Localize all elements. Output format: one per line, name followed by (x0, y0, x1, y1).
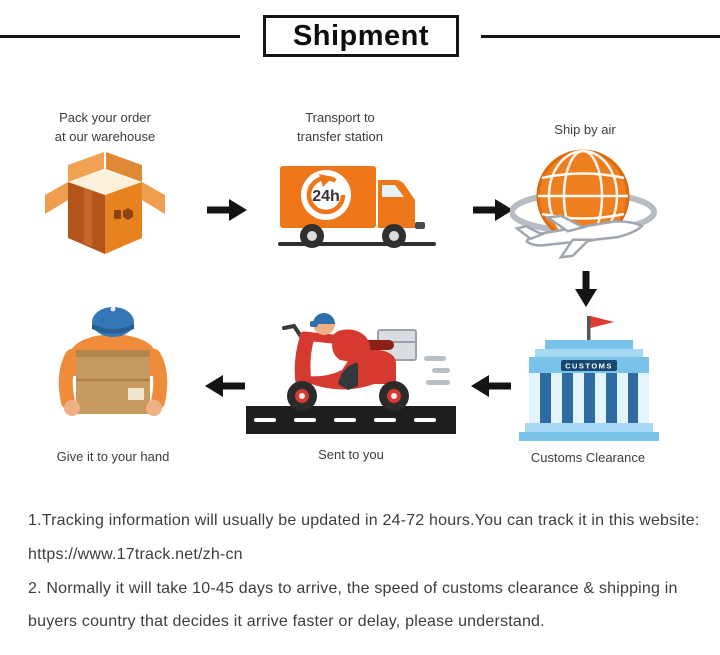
arrow-down-icon (575, 271, 597, 307)
arrow-left-icon (205, 375, 245, 397)
arrow-right-icon (473, 199, 513, 221)
step-label-ship-air: Ship by air (554, 122, 616, 137)
arrow-right-icon (207, 199, 247, 221)
note-delivery-time: 2. Normally it will take 10-45 days to a… (28, 579, 678, 597)
delivery-truck-icon: 24h (278, 166, 436, 248)
arrow-left-icon (471, 375, 511, 397)
scooter-delivery-icon (246, 313, 456, 434)
step-label-sent: Sent to you (318, 447, 384, 462)
step-label-hand: Give it to your hand (56, 449, 170, 464)
hand-delivery-icon (58, 306, 168, 416)
globe-airplane-icon (510, 149, 657, 259)
title-rule-left (0, 35, 240, 38)
notes: 1.Tracking information will usually be u… (28, 511, 706, 646)
customs-building-icon: CUSTOMS (519, 316, 659, 441)
customs-sign-text: CUSTOMS (565, 362, 613, 371)
truck-24h-badge: 24h (312, 188, 340, 205)
note-delivery-time-cont: buyers country that decides it arrive fa… (28, 613, 545, 631)
page-title-text: Shipment (292, 19, 430, 52)
note-tracking: 1.Tracking information will usually be u… (28, 512, 700, 529)
step-label-customs: Customs Clearance (530, 450, 646, 465)
package-box-icon (45, 152, 165, 254)
step-label-transport: Transport to transfer station (297, 110, 383, 144)
title-rule-right (481, 35, 720, 38)
step-label-pack: Pack your order at our warehouse (54, 110, 156, 144)
page-title: Shipment (263, 15, 459, 57)
tracking-url: https://www.17track.net/zh-cn (28, 545, 243, 563)
